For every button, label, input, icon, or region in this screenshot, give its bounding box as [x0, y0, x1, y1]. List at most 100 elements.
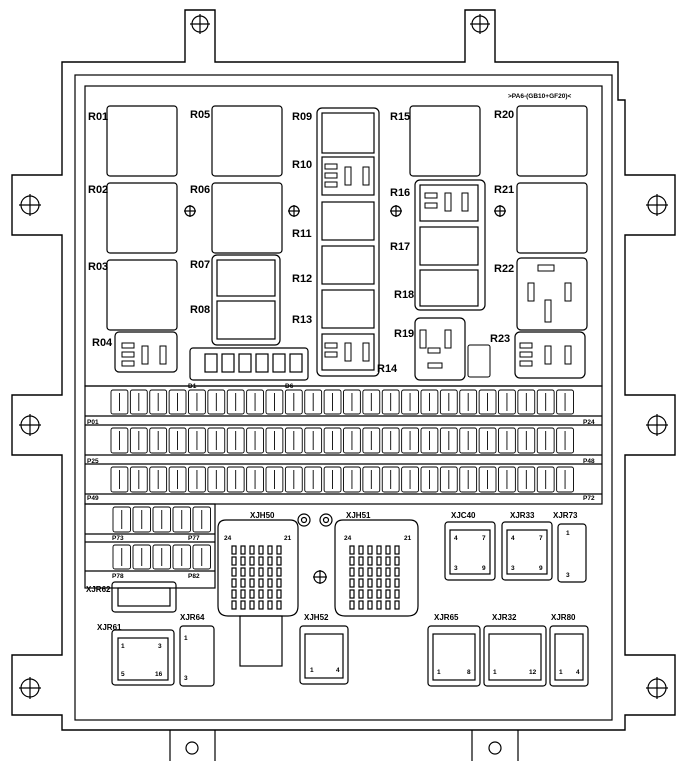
- fuse-slot: [381, 389, 400, 415]
- fuse-slot: [362, 427, 381, 454]
- mount-hole-right-2: [646, 414, 668, 436]
- connector-pin: [358, 589, 364, 599]
- fuse-slot: [265, 466, 284, 493]
- svg-text:4: 4: [336, 667, 340, 674]
- label-r02: R02: [88, 184, 108, 196]
- relay-column-3-housing: [316, 107, 380, 377]
- connector-pin: [249, 578, 255, 588]
- connector-pin: [376, 578, 382, 588]
- fuse-slot: [343, 466, 361, 493]
- connector-pin: [367, 589, 373, 599]
- connector-pin: [240, 545, 246, 555]
- relay-r06: [211, 182, 283, 254]
- label-xjr64: XJR64: [180, 613, 205, 622]
- fuse-slot: [459, 466, 478, 493]
- fuse-slot: [401, 427, 419, 454]
- connector-pin: [231, 556, 237, 566]
- svg-text:3: 3: [184, 675, 188, 682]
- fuse-slot: [420, 389, 439, 415]
- mount-hole-left-2: [19, 414, 41, 436]
- connector-pin: [385, 556, 391, 566]
- svg-text:24: 24: [344, 535, 352, 542]
- connector-pin: [349, 589, 355, 599]
- label-r10: R10: [292, 159, 312, 171]
- svg-text:1: 1: [184, 635, 188, 642]
- fuse-slot: [362, 389, 381, 415]
- fuse-slot: [401, 389, 419, 415]
- connector-pin: [276, 545, 282, 555]
- relay-r15: [409, 105, 481, 177]
- label-r14: R14: [377, 363, 398, 375]
- fuse-slot: [498, 389, 516, 415]
- relay-r08: [216, 300, 276, 340]
- relay-r02: [106, 182, 178, 254]
- connector-pin: [349, 556, 355, 566]
- relay-r14: [321, 333, 375, 371]
- connector-pin: [394, 545, 400, 555]
- relay-r07-housing: [211, 254, 281, 346]
- label-xjr61: XJR61: [97, 623, 122, 632]
- connector-pin: [258, 545, 264, 555]
- relay-r17: [419, 226, 479, 266]
- relay-r12: [321, 245, 375, 285]
- header-code: >PA6-(GB10+GF20)<: [508, 93, 571, 100]
- label-r05: R05: [190, 109, 210, 121]
- connector-pin: [231, 600, 237, 610]
- connector-pin: [249, 600, 255, 610]
- relay-r21: [516, 182, 588, 254]
- connector-pin: [240, 578, 246, 588]
- mount-hole-top-left: [190, 14, 210, 34]
- fuse-row-2: [110, 427, 574, 454]
- connector-pin: [258, 578, 264, 588]
- fuse-slot: [459, 427, 478, 454]
- connector-pin: [358, 567, 364, 577]
- connector-pin: [240, 567, 246, 577]
- connector-pin: [267, 600, 273, 610]
- fuse-slot: [498, 427, 516, 454]
- label-xjh50: XJH50: [250, 511, 275, 520]
- connector-pin: [249, 589, 255, 599]
- svg-text:3: 3: [511, 565, 515, 572]
- fuse-slot: [265, 427, 284, 454]
- label-r08: R08: [190, 304, 210, 316]
- connector-pin: [249, 545, 255, 555]
- svg-text:1: 1: [493, 669, 497, 676]
- fuse-row-3: [110, 466, 574, 493]
- connector-pin: [367, 556, 373, 566]
- svg-text:3: 3: [158, 643, 162, 650]
- fuse-slot: [517, 389, 536, 415]
- connector-pin: [394, 556, 400, 566]
- screw-hole-3: [390, 205, 402, 217]
- label-xjh52: XJH52: [304, 613, 329, 622]
- connector-xjr80: [549, 625, 589, 687]
- connector-xjr65: [427, 625, 481, 687]
- connector-pin: [385, 567, 391, 577]
- mounting-holes: [19, 14, 668, 699]
- fuse-slot: [459, 389, 478, 415]
- label-r18: R18: [394, 289, 414, 301]
- connector-pin: [349, 578, 355, 588]
- connector-pin: [376, 567, 382, 577]
- connector-xjr32: [483, 625, 547, 687]
- relay-r20: [516, 105, 588, 177]
- fuse-row-1: [110, 389, 574, 415]
- label-r20: R20: [494, 109, 514, 121]
- connector-pin: [267, 578, 273, 588]
- svg-text:9: 9: [539, 565, 543, 572]
- fuse-slot: [536, 389, 555, 415]
- connector-pin: [376, 589, 382, 599]
- label-r04: R04: [92, 337, 113, 349]
- relay-r05: [211, 105, 283, 177]
- relay-r19: [414, 317, 466, 381]
- fuse-slot: [343, 427, 361, 454]
- connector-pin: [276, 589, 282, 599]
- connector-pin: [267, 589, 273, 599]
- label-r22: R22: [494, 263, 514, 275]
- connector-pin: [349, 600, 355, 610]
- connector-xjr62: [111, 581, 177, 613]
- label-r17: R17: [390, 241, 410, 253]
- fuse-slot: [149, 466, 168, 493]
- mount-hole-right-3: [646, 677, 668, 699]
- label-p73: P73: [112, 535, 124, 542]
